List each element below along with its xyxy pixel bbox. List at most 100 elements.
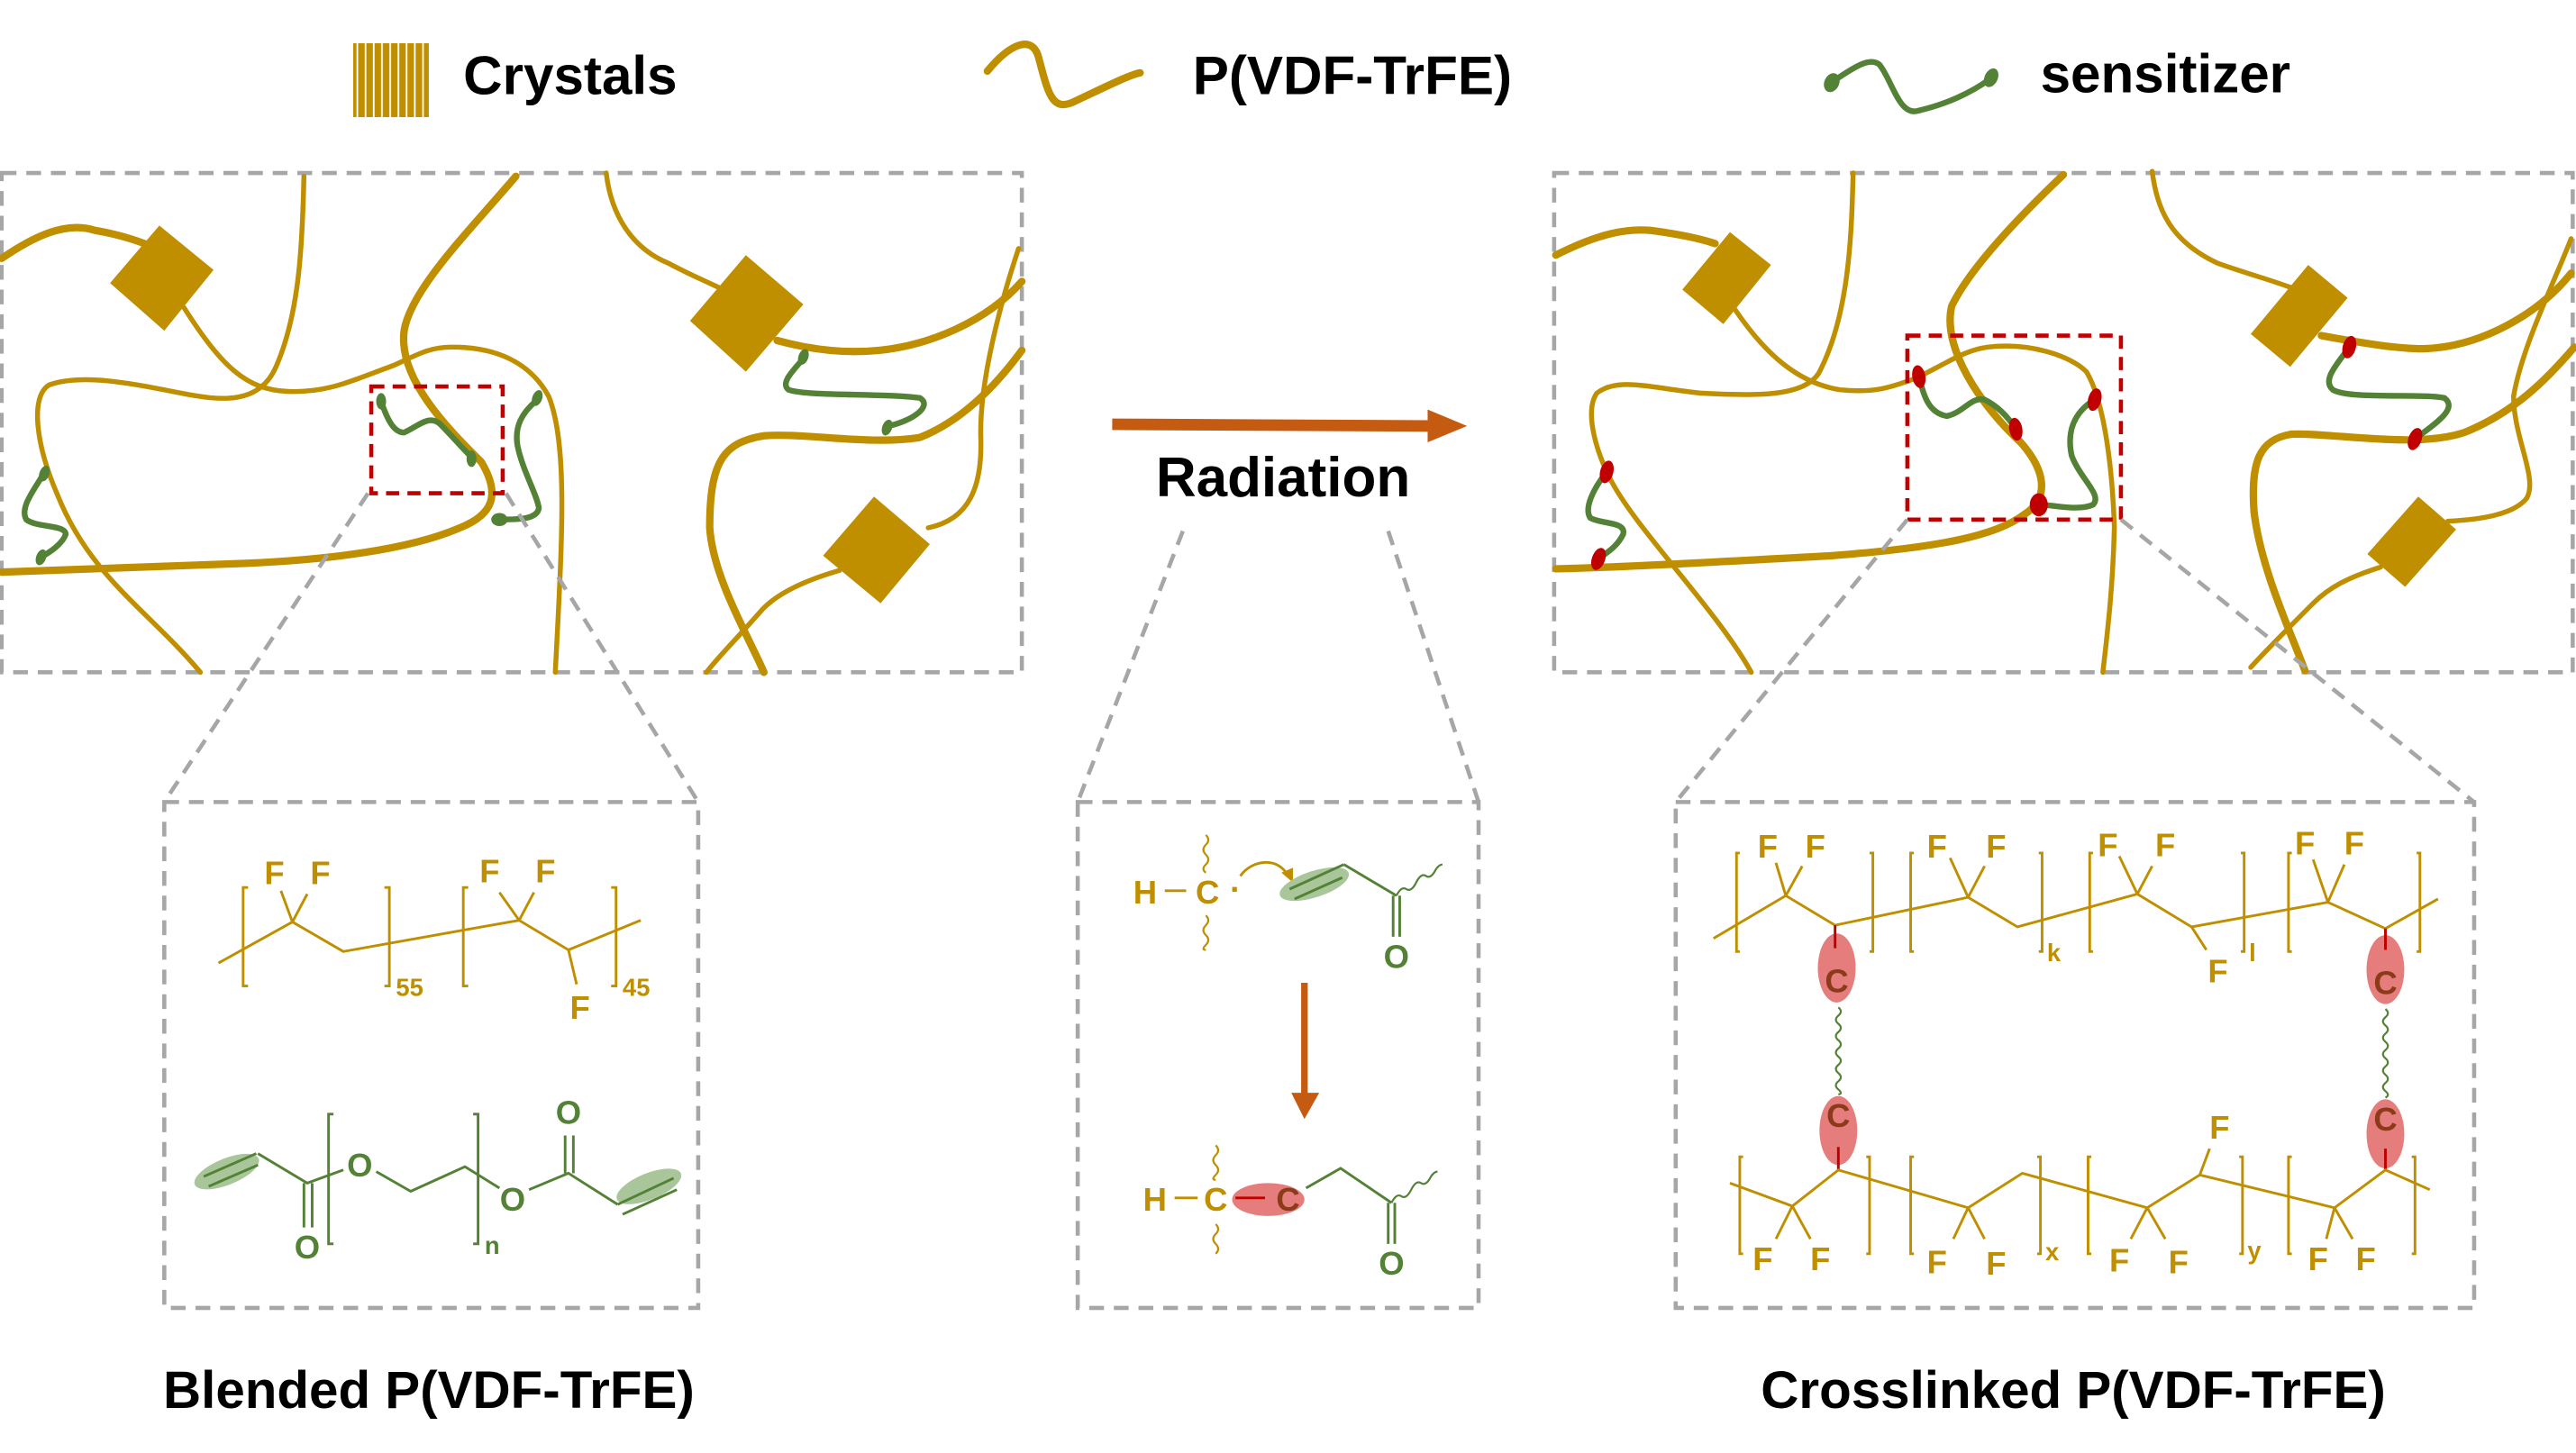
chain-continuation (1395, 863, 1443, 896)
polymer-strand (0, 172, 520, 577)
crystal-icon (823, 496, 931, 604)
fluorine-atom: F (1758, 828, 1778, 865)
subscript-y: y (2247, 1236, 2262, 1264)
polymer-strand (1732, 306, 2117, 676)
chain-continuation (1212, 1223, 1220, 1255)
caption-crosslinked: Crosslinked P(VDF-TrFE) (1761, 1361, 2386, 1420)
radical-dot: · (1230, 871, 1241, 908)
fluorine-atom: F (2308, 1240, 2328, 1277)
subscript-l: l (2249, 939, 2256, 967)
crystal-icon (353, 42, 429, 118)
polymer-strand (2249, 343, 2576, 675)
polymer-strand (925, 246, 1022, 531)
sensitizer-icon (1824, 59, 1998, 114)
fluorine-atom: F (1806, 828, 1825, 865)
repeat-subscript: n (485, 1231, 500, 1259)
polymer-strand (2149, 168, 2295, 291)
legend: Crystals P(VDF-TrFE) sensitizer (353, 41, 2290, 118)
carbon-atom: C (1204, 1181, 1227, 1218)
fluorine-atom: F (535, 852, 555, 889)
oxygen-atom: O (347, 1147, 372, 1184)
crosslink-point (1590, 548, 1607, 570)
zoom-connector (1674, 518, 1909, 804)
sensitizer-structure: O O O O n (194, 1094, 682, 1266)
fluorine-atom: F (2295, 824, 2315, 861)
crosslinked-structure-frame (1673, 800, 2477, 1311)
crosslink-bridge: C C (2366, 928, 2405, 1170)
zoom-region-marker (369, 384, 505, 495)
crystal-icon (110, 225, 214, 331)
zoom-connector (162, 492, 370, 804)
legend-label-polymer: P(VDF-TrFE) (1193, 46, 1512, 106)
zoom-connector (2119, 517, 2476, 804)
crosslinked-sensitizer (2326, 344, 2452, 442)
trfe-subscript: 45 (623, 974, 650, 1002)
carbon-atom: C (2373, 964, 2397, 1001)
legend-item-sensitizer: sensitizer (1824, 44, 2290, 114)
fluorine-atom: F (479, 852, 499, 889)
subscript-k: k (2047, 939, 2062, 967)
down-arrow-icon (1291, 982, 1320, 1120)
chain-continuation (1212, 1144, 1220, 1181)
crosslink-highlight (2366, 935, 2405, 1004)
polymer-strand (773, 277, 1026, 356)
fluorine-atom: F (264, 854, 284, 891)
double-bond-highlight (1279, 867, 1350, 902)
zoom-region-marker (1905, 333, 2124, 522)
carbon-atom: C (1276, 1181, 1299, 1218)
chain-continuation (1202, 834, 1210, 874)
curved-arrow-head (1281, 867, 1293, 883)
fluorine-atom: F (2109, 1242, 2129, 1279)
chain-continuation (1390, 1170, 1438, 1203)
crosslinked-sensitizer (2035, 396, 2098, 511)
crosslinked-network-panel (1552, 168, 2576, 676)
crosslink-point (2029, 493, 2048, 517)
oxygen-atom: O (295, 1229, 320, 1266)
fluorine-atom: F (1752, 1240, 1772, 1277)
blended-network-panel (0, 170, 1026, 677)
subscript-x: x (2045, 1238, 2059, 1266)
fluorine-atom: F (2155, 826, 2175, 863)
mechanism-panel: H C · O H C C (1075, 800, 1481, 1311)
crosslink-point (2008, 417, 2023, 441)
sensitizer-molecule (22, 465, 69, 566)
radiation-label: Radiation (1156, 447, 1410, 509)
pvdf-trfe-structure: F F F F F 55 45 (217, 852, 650, 1026)
zoom-connector (1386, 530, 1481, 804)
crosslink-point (2408, 428, 2423, 450)
fluorine-atom: F (2355, 1240, 2375, 1277)
carbon-atom: C (2373, 1101, 2397, 1138)
crosslinked-structure-panel: F F F F F F F F F k l C C C (1673, 800, 2477, 1311)
crosslink-point (2342, 335, 2357, 359)
legend-item-polymer: P(VDF-TrFE) (983, 41, 1512, 109)
polymer-strand (2317, 269, 2575, 353)
polymer-chain-icon (983, 41, 1144, 109)
fluorine-atom: F (1986, 1245, 2006, 1282)
zoom-connector (1075, 530, 1185, 804)
sensitizer-molecule (376, 393, 477, 468)
caption-blended: Blended P(VDF-TrFE) (163, 1361, 695, 1420)
blended-network-frame (0, 170, 1024, 675)
fluorine-atom: F (569, 989, 589, 1026)
fluorine-atom: F (1927, 1243, 1947, 1280)
sensitizer-molecule (782, 349, 927, 436)
sensitizer-molecule (491, 390, 543, 527)
crosslink-bridge: C C (1817, 925, 1858, 1170)
crystal-icon (2250, 265, 2348, 368)
oxygen-atom: O (556, 1094, 581, 1131)
curved-arrow-icon (1239, 860, 1289, 877)
crystal-icon (2367, 496, 2456, 587)
hydrogen-atom: H (1133, 874, 1157, 911)
radiation-step: Radiation (1112, 409, 1468, 509)
hydrogen-atom: H (1143, 1181, 1167, 1218)
crystal-icon (689, 255, 804, 372)
fluorine-atom: F (1810, 1240, 1830, 1277)
carbon-atom: C (1825, 963, 1848, 1000)
fluorine-atom: F (2169, 1243, 2189, 1280)
oxygen-atom: O (1379, 1245, 1404, 1282)
blended-structure-frame (162, 800, 701, 1311)
carbon-atom: C (1196, 874, 1219, 911)
fluorine-atom: F (1927, 828, 1947, 865)
polymer-strand (604, 170, 723, 291)
